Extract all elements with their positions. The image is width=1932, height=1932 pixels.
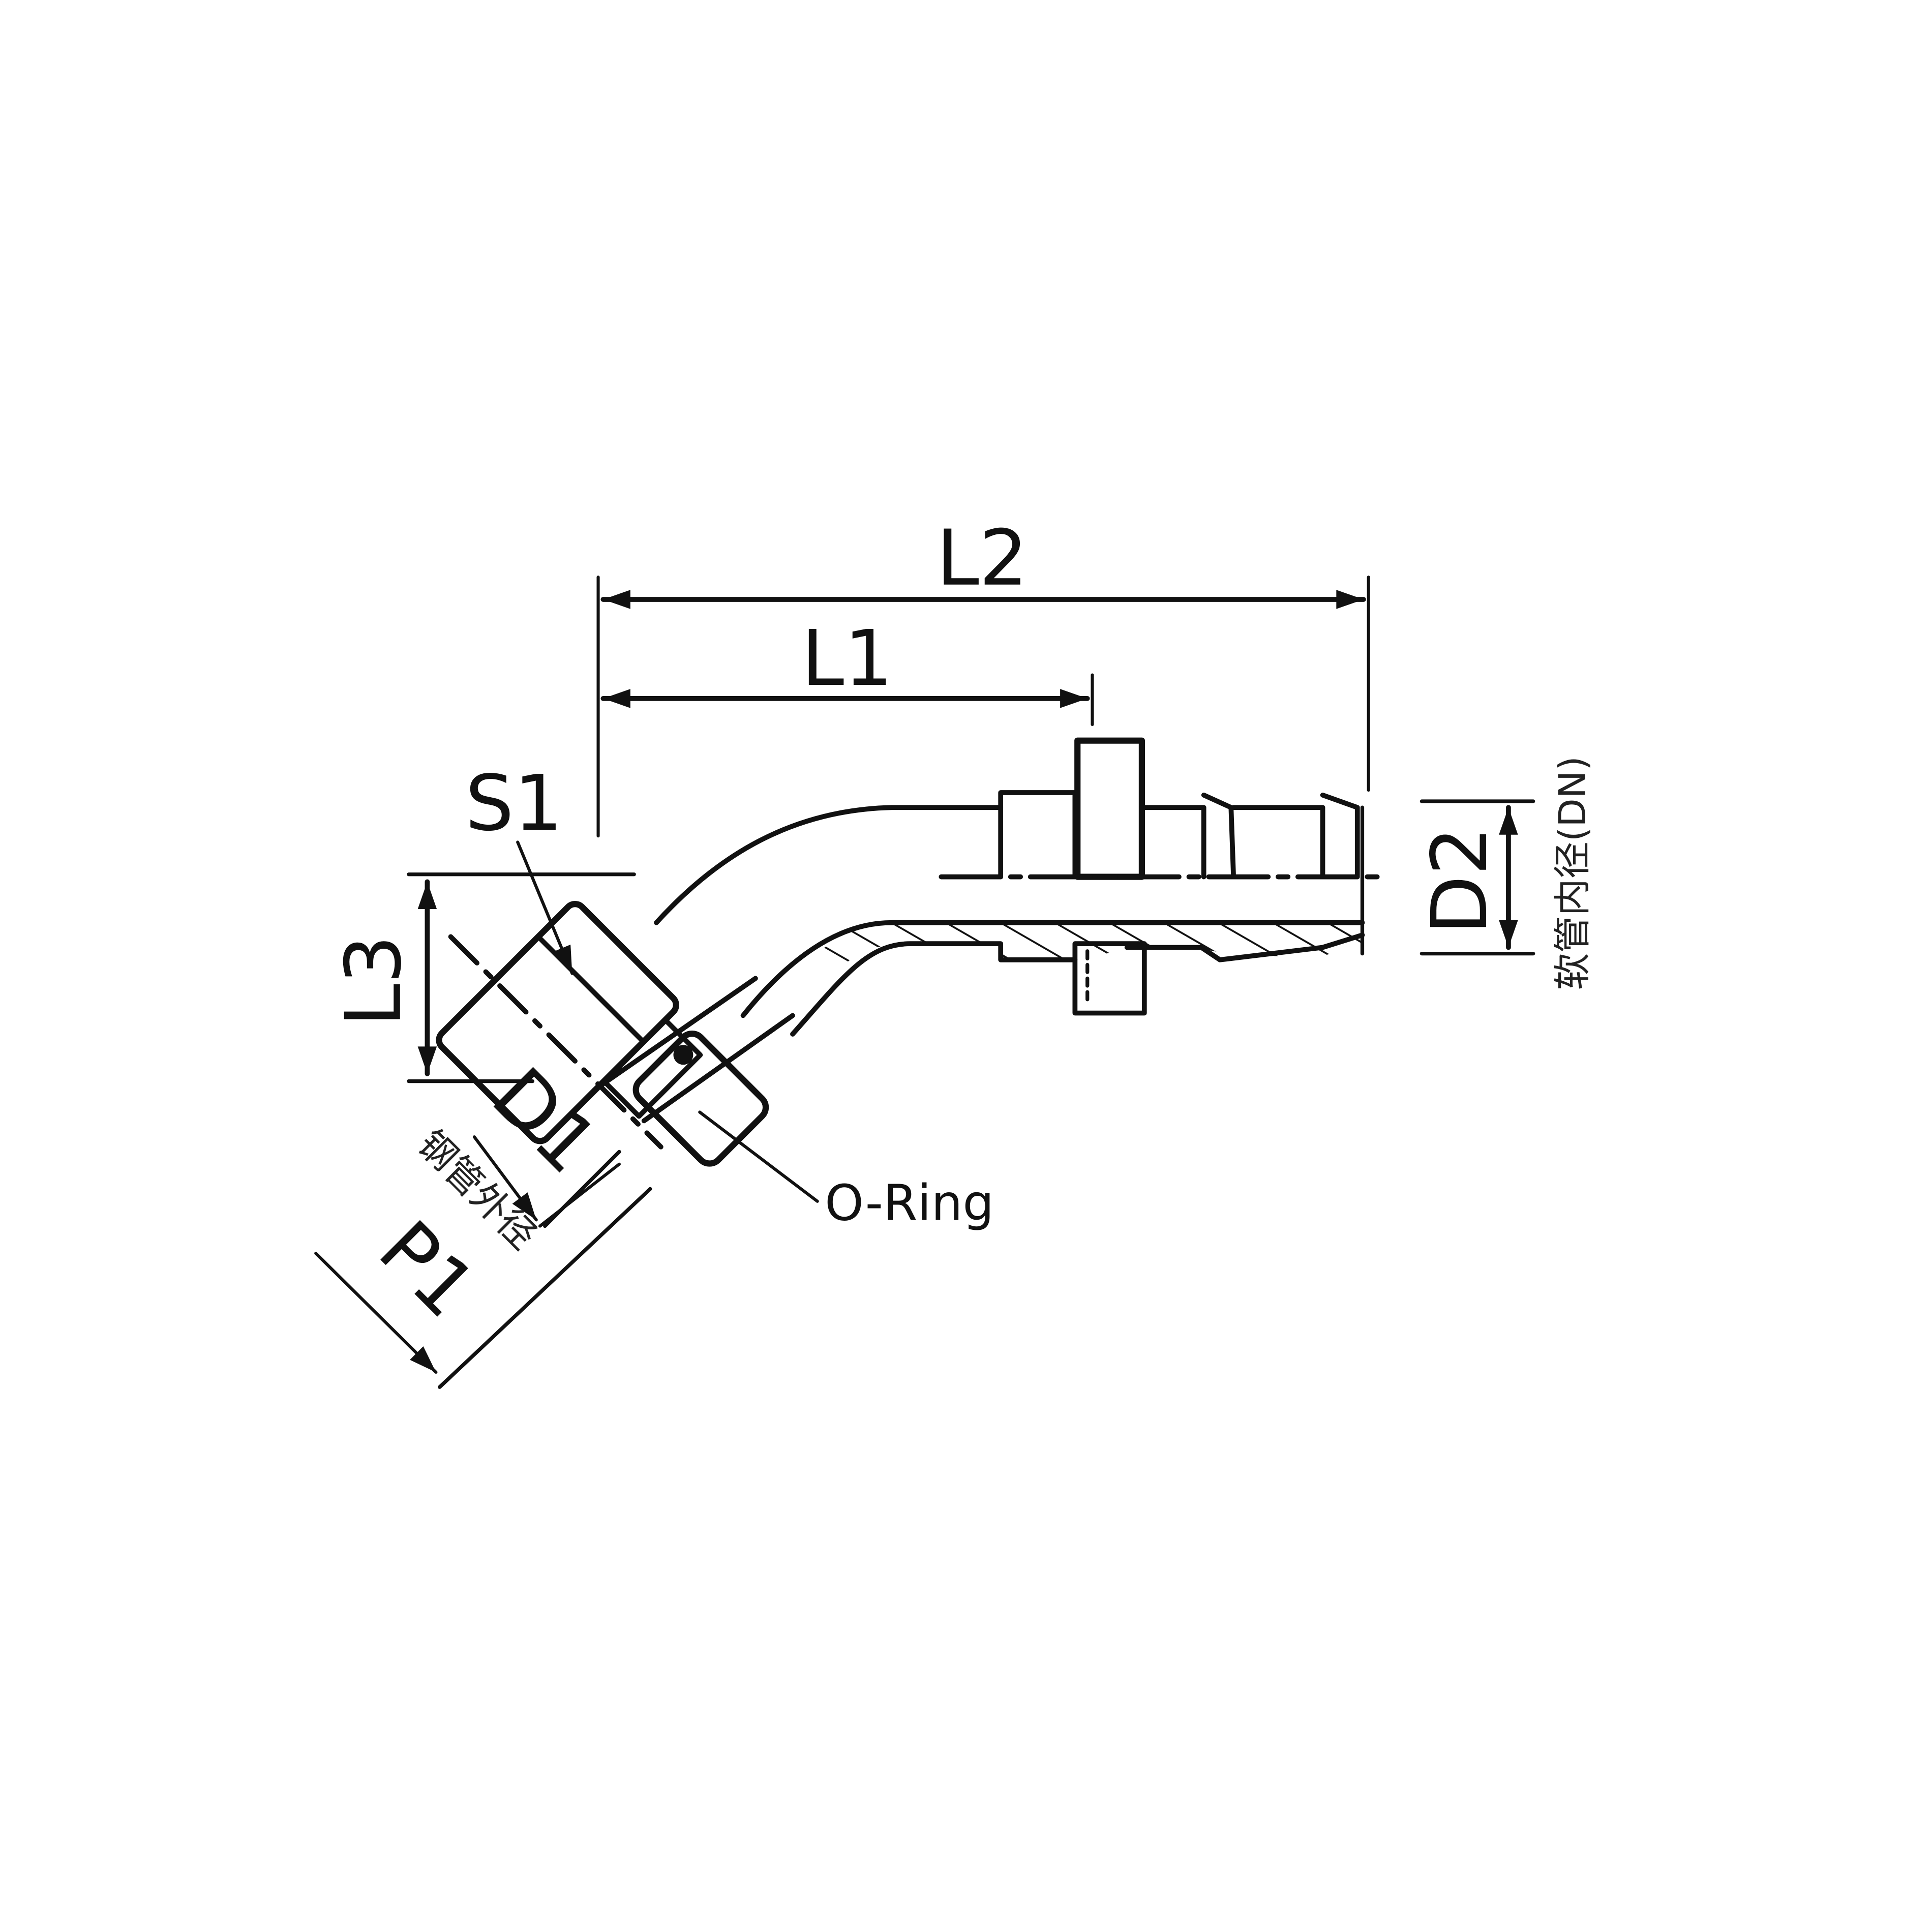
callout-o-ring: O-Ring	[698, 1110, 994, 1231]
label-d1: D1	[475, 1051, 615, 1191]
label-o-ring: O-Ring	[825, 1174, 994, 1231]
dimension-l3: L3	[329, 872, 636, 1083]
label-p1: P1	[362, 1204, 493, 1335]
dimension-s1: S1	[465, 759, 574, 975]
label-l3: L3	[329, 935, 418, 1027]
label-l1: L1	[801, 614, 893, 703]
o-ring-seat	[632, 1031, 769, 1167]
label-hose-inner-diameter: 软管内径(DN)	[1551, 756, 1594, 990]
label-s1: S1	[465, 759, 563, 848]
dimension-d2: D2 软管内径(DN)	[1415, 756, 1594, 990]
hose-stem	[654, 737, 1383, 1037]
dimension-l2: L2	[596, 514, 1370, 838]
dimension-p1: P1	[314, 1204, 493, 1374]
label-d2: D2	[1415, 827, 1504, 934]
dimension-l1: L1	[600, 614, 1094, 727]
label-l2: L2	[937, 514, 1028, 603]
